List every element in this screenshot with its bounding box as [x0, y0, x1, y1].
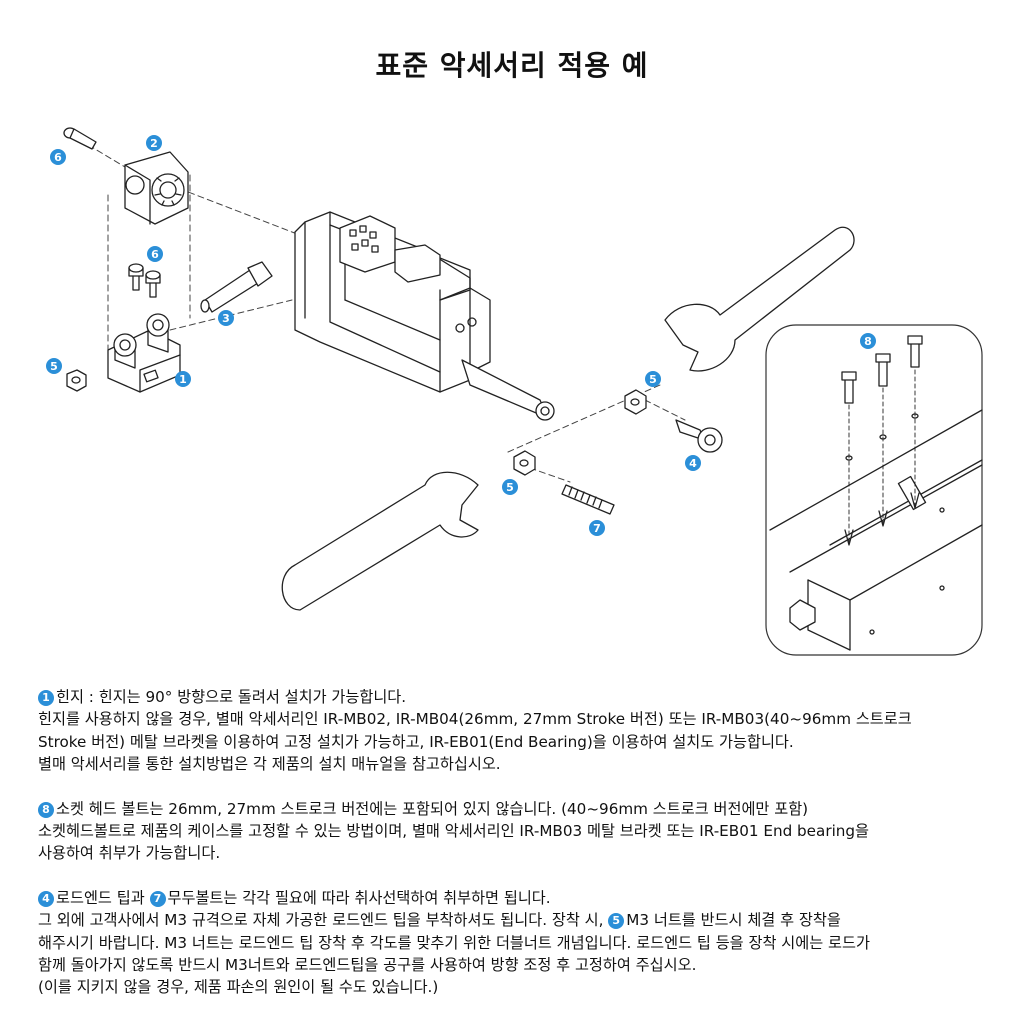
- nut-part: [66, 369, 87, 392]
- wrench-lower: [281, 471, 479, 611]
- rodend-note-line3: 해주시기 바랍니다. M3 너트는 로드엔드 팁 장착 후 각도를 맞추기 위한…: [38, 933, 870, 952]
- badge-4: 4: [38, 890, 54, 907]
- callout-2: 2: [146, 135, 162, 151]
- hinge-block-part: [124, 151, 189, 225]
- svg-text:6: 6: [54, 151, 62, 164]
- callout-1: 1: [175, 371, 191, 387]
- callout-7: 7: [589, 520, 605, 536]
- nut-part-3: [513, 450, 536, 476]
- badge-1: 1: [38, 690, 54, 706]
- rodend-note-line2: 그 외에 고객사에서 M3 규격으로 자체 가공한 로드엔드 팁을 부착하셔도 …: [38, 911, 841, 930]
- svg-text:2: 2: [150, 137, 158, 150]
- callout-4: 4: [685, 455, 701, 471]
- svg-text:7: 7: [593, 522, 601, 535]
- rod-end-tip-part: [675, 419, 723, 453]
- svg-text:3: 3: [222, 312, 230, 325]
- svg-text:8: 8: [864, 335, 872, 348]
- set-screw-part: [561, 484, 615, 515]
- actuator-rod: [461, 359, 555, 421]
- inset-panel: [765, 324, 983, 656]
- callout-markers: 6 2 6 3 5 1 5 4 5 7 8: [46, 135, 876, 536]
- long-bolt-part: [200, 261, 273, 313]
- screws-part: [128, 263, 161, 298]
- hinge-note-line3: Stroke 버전) 메탈 브라켓을 이용하여 고정 설치가 가능하고, IR-…: [38, 732, 794, 751]
- callout-3: 3: [218, 310, 234, 326]
- callout-5-mid: 5: [502, 479, 518, 495]
- socket-note-line3: 사용하여 취부가 가능합니다.: [38, 844, 221, 863]
- hinge-note-line4: 별매 악세서리를 통한 설치방법은 각 제품의 설치 매뉴얼을 참고하십시오.: [38, 755, 501, 774]
- svg-text:5: 5: [649, 373, 657, 386]
- wrench-upper: [664, 226, 855, 372]
- nut-part-2: [624, 389, 647, 415]
- actuator-body: [294, 211, 491, 393]
- callout-5-left: 5: [46, 358, 62, 374]
- badge-7: 7: [149, 890, 166, 907]
- hinge-note-line2: 힌지를 사용하지 않을 경우, 별매 악세서리인 IR-MB02, IR-MB0…: [38, 710, 912, 729]
- rodend-note-line5: (이를 지키지 않을 경우, 제품 파손의 원인이 될 수도 있습니다.): [38, 978, 439, 997]
- svg-text:4: 4: [689, 457, 697, 470]
- callout-8: 8: [860, 333, 876, 349]
- callout-6-top: 6: [50, 149, 66, 165]
- socket-note-line2: 소켓헤드볼트로 제품의 케이스를 고정할 수 있는 방법이며, 별매 악세서리인…: [38, 822, 870, 841]
- svg-text:5: 5: [506, 481, 514, 494]
- svg-text:6: 6: [151, 248, 159, 261]
- socket-bolt-part: [63, 127, 97, 150]
- rodend-note-line4: 함께 돌아가지 않도록 반드시 M3너트와 로드엔드팁을 공구를 사용하여 방향…: [38, 956, 697, 975]
- page-title: 표준 악세서리 적용 예: [375, 49, 649, 82]
- exploded-assembly-drawing: 6 2 6 3 5 1 5 4 5 7 8: [46, 127, 983, 656]
- callout-6-mid: 6: [147, 246, 163, 262]
- svg-text:5: 5: [50, 360, 58, 373]
- hinge-part: [107, 313, 181, 393]
- callout-5-right: 5: [645, 371, 661, 387]
- badge-5: 5: [608, 913, 625, 930]
- badge-8: 8: [38, 801, 54, 818]
- svg-text:1: 1: [179, 373, 187, 386]
